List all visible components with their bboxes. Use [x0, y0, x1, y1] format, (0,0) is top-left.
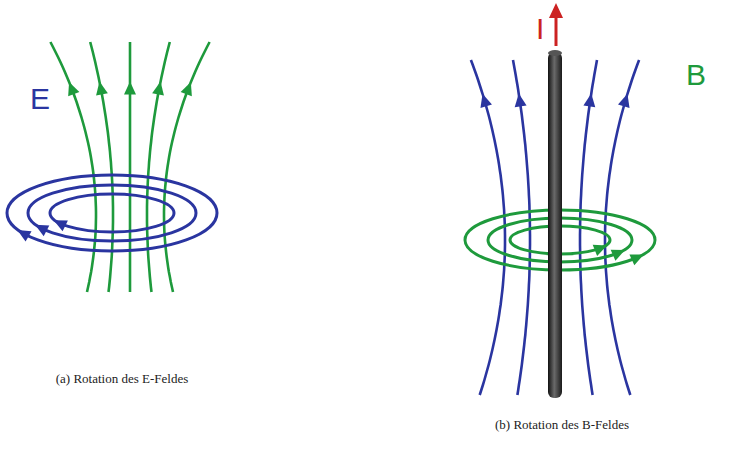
field-arrowhead	[68, 82, 79, 96]
field-line	[513, 60, 530, 395]
current-arrow	[555, 16, 558, 46]
figure-caption: (b) Rotation des B-Feldes	[495, 418, 629, 431]
ring-arrowhead	[629, 254, 643, 265]
field-line	[164, 42, 210, 292]
ring-arrowhead	[54, 220, 68, 231]
conductor-rod	[548, 52, 562, 398]
field-arrowhead	[124, 82, 136, 95]
ring-arrowhead	[35, 225, 49, 236]
ring-arrowhead	[593, 245, 607, 256]
field-line	[50, 42, 96, 292]
field-arrowhead	[152, 82, 164, 96]
field-arrowhead	[181, 82, 192, 96]
ring-arrowhead	[611, 250, 625, 261]
field-arrowhead	[618, 94, 630, 108]
field-ring	[50, 194, 174, 232]
field-arrowhead	[583, 94, 595, 108]
figure-caption: (a) Rotation des E-Feldes	[56, 372, 189, 385]
field-ring	[28, 185, 196, 241]
field-line	[129, 42, 132, 292]
field-arrowhead	[96, 82, 108, 96]
e-field-rings	[7, 175, 217, 251]
field-symbol: E	[30, 84, 50, 114]
field-symbol: B	[686, 60, 706, 90]
current-arrowhead	[549, 3, 563, 18]
field-arrowhead	[480, 94, 492, 108]
field-arrowhead	[515, 94, 527, 108]
field-ring	[7, 175, 217, 251]
current-symbol: I	[536, 14, 544, 44]
e-field-axial-lines	[50, 42, 209, 292]
ring-arrowhead	[17, 230, 31, 242]
field-line	[90, 42, 113, 292]
conductor-top	[548, 50, 562, 56]
